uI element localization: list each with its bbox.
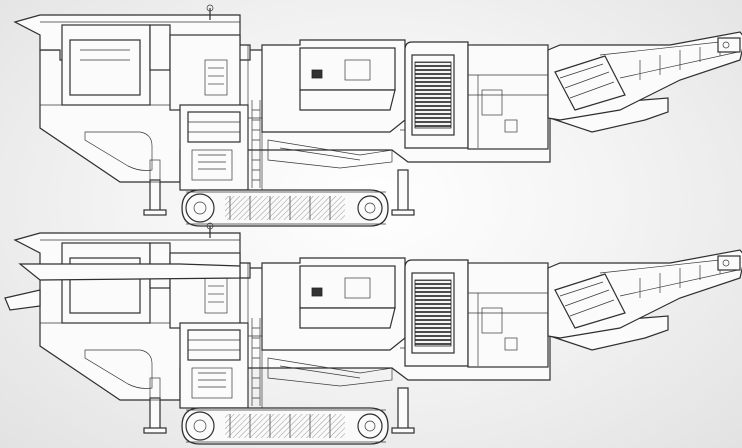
crusher-view-working	[4, 222, 742, 445]
crusher-view-transport	[14, 4, 742, 227]
